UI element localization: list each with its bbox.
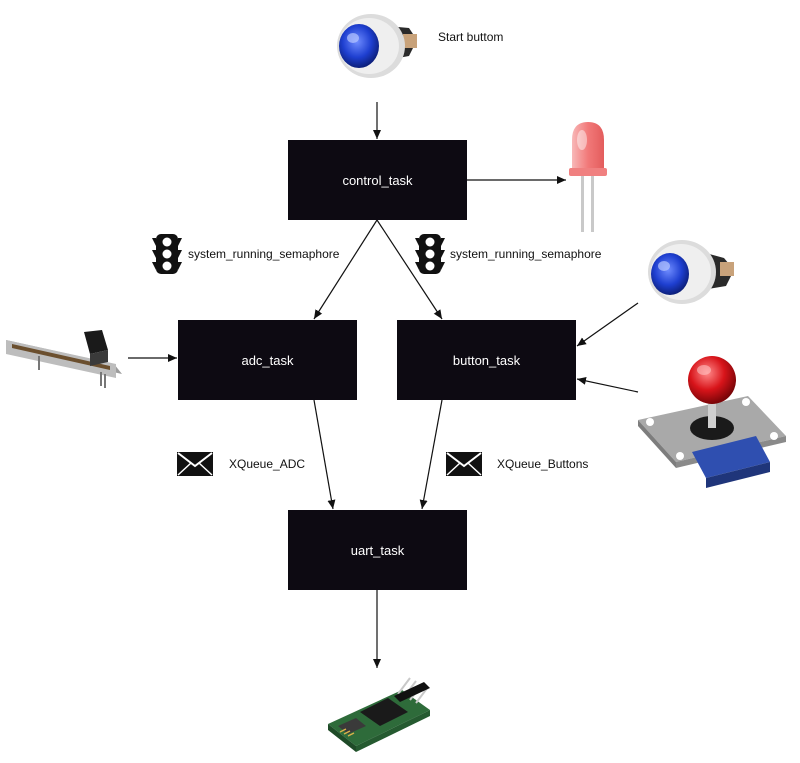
joystick-picture [638, 356, 786, 488]
arrow-joystick-to-button [576, 376, 639, 393]
arrow-control-to-button [376, 219, 443, 320]
button-task-box: button_task [397, 320, 576, 400]
semaphore-right-label: system_running_semaphore [450, 247, 602, 261]
semaphore-right-icon [415, 234, 445, 274]
adc-task-label: adc_task [241, 352, 294, 368]
red-led-picture [569, 122, 607, 232]
queue-adc-icon [177, 452, 213, 476]
arrow-bluebutton-to-button [576, 302, 639, 347]
uart-task-box: uart_task [288, 510, 467, 590]
semaphore-left-icon [152, 234, 182, 274]
control-task-box: control_task [288, 140, 467, 220]
arrow-adc-to-uart [313, 399, 336, 510]
queue-buttons-icon [446, 452, 482, 476]
queue-buttons-label: XQueue_Buttons [497, 457, 589, 471]
semaphore-left-label: system_running_semaphore [188, 247, 340, 261]
button-task-label: button_task [452, 352, 521, 368]
start-button-picture [337, 14, 417, 78]
start-button-label: Start buttom [438, 30, 504, 44]
arrows [128, 102, 639, 668]
arrow-button-to-uart [419, 399, 443, 510]
adc-task-box: adc_task [178, 320, 357, 400]
queue-adc-label: XQueue_ADC [229, 457, 306, 471]
control-task-label: control_task [342, 172, 413, 188]
arrow-control-to-adc [313, 219, 378, 320]
blue-button-picture [648, 240, 734, 304]
uart-task-label: uart_task [350, 542, 405, 558]
bluetooth-module-picture [328, 677, 430, 752]
slider-picture [6, 330, 122, 388]
